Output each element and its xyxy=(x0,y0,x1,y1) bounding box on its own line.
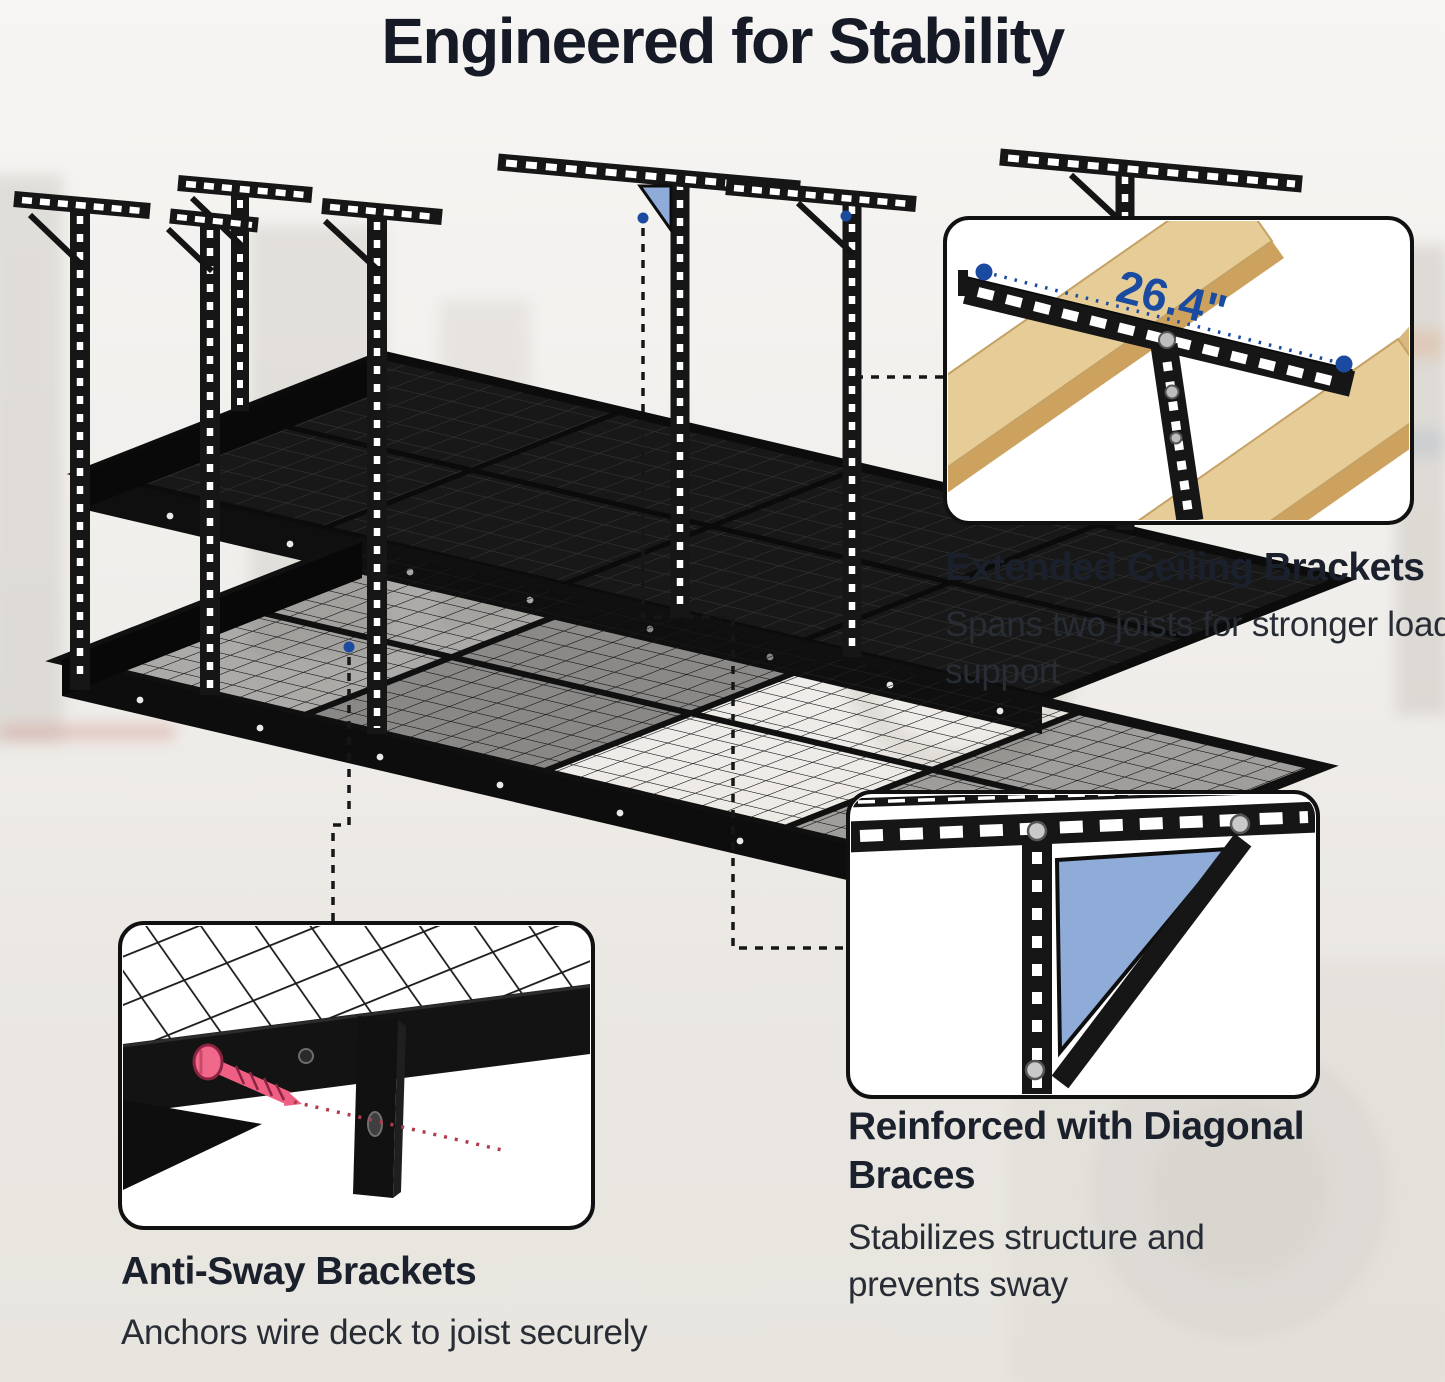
ceiling-bracket xyxy=(725,179,917,657)
ceiling-bracket xyxy=(13,191,151,690)
joist-beam-icon xyxy=(948,221,1284,520)
gusset-triangle-icon xyxy=(637,184,673,235)
callout-anti-sway-body: Anchors wire deck to joist securely xyxy=(121,1313,648,1352)
page-title: Engineered for Stability xyxy=(381,5,1065,77)
dimension-dot-icon xyxy=(975,263,993,281)
leader-lines xyxy=(331,226,943,950)
leader-line-diagonal-braces xyxy=(641,228,846,950)
leader-dot-icon xyxy=(637,212,649,224)
callout-extended-ceiling-brackets-box: 26.4" xyxy=(943,216,1414,525)
leader-dot-icon xyxy=(840,210,852,222)
ceiling-bracket xyxy=(165,208,259,695)
diagonal-brace-icon xyxy=(851,795,1315,1094)
callout-diagonal-braces-box xyxy=(846,790,1320,1099)
callout-extended-brackets-heading: Extended Ceiling Brackets xyxy=(945,546,1425,589)
callout-diagonal-braces-body: Stabilizes structure and prevents sway xyxy=(848,1218,1205,1304)
anti-sway-tube-icon xyxy=(353,1016,406,1198)
leader-line-extended-brackets xyxy=(844,226,943,379)
ceiling-bracket xyxy=(321,198,443,734)
callout-diagonal-braces-heading: Reinforced with Diagonal Braces xyxy=(848,1105,1305,1197)
leader-line-anti-sway xyxy=(331,657,351,921)
dimension-dot-icon xyxy=(1335,355,1353,373)
leader-dot-icon xyxy=(343,641,355,653)
screw-path-dotted-line xyxy=(293,1100,503,1152)
leader-dots xyxy=(343,210,852,653)
callout-anti-sway-heading: Anti-Sway Brackets xyxy=(121,1250,477,1293)
lag-screw-icon xyxy=(192,1043,302,1106)
extended-bracket-icon xyxy=(958,270,1356,520)
joist-beam-icon xyxy=(1096,310,1409,520)
callout-anti-sway-brackets-box xyxy=(118,921,595,1230)
callout-extended-brackets-body: Spans two joists for stronger load suppo… xyxy=(945,605,1445,691)
